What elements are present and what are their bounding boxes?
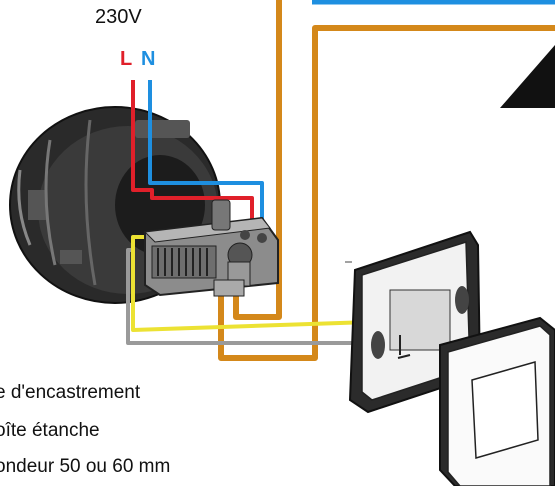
switch-front-plate bbox=[439, 316, 555, 486]
yellow-wire bbox=[131, 235, 371, 332]
warning-icon bbox=[500, 45, 555, 108]
receiver-module bbox=[143, 199, 279, 297]
note-line-1: e d'encastrement bbox=[0, 382, 141, 403]
live-wire bbox=[131, 80, 254, 228]
live-label: L bbox=[120, 48, 133, 70]
orange-wire-1 bbox=[233, 0, 282, 320]
neutral-label: N bbox=[141, 48, 156, 70]
note-line-3: ondeur 50 ou 60 mm bbox=[0, 456, 171, 477]
voltage-label: 230V bbox=[95, 6, 142, 28]
neutral-wire bbox=[148, 80, 264, 228]
orange-wire-2 bbox=[218, 25, 555, 361]
note-line-2: oîte étanche bbox=[0, 420, 100, 441]
